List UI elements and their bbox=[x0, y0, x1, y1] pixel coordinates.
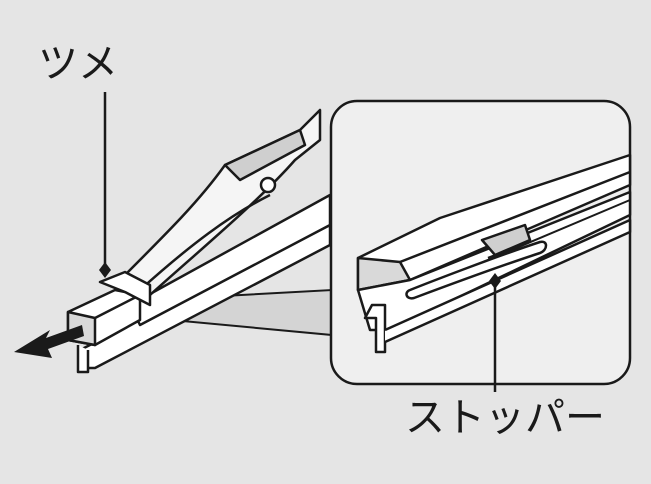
inset-zoom bbox=[329, 99, 632, 392]
pull-direction-arrow bbox=[14, 325, 84, 358]
wiper-blade-main bbox=[66, 108, 332, 374]
stopper-label: ストッパー bbox=[405, 395, 605, 441]
claw-leader bbox=[99, 92, 111, 278]
claw-label: ツメ bbox=[38, 41, 118, 87]
